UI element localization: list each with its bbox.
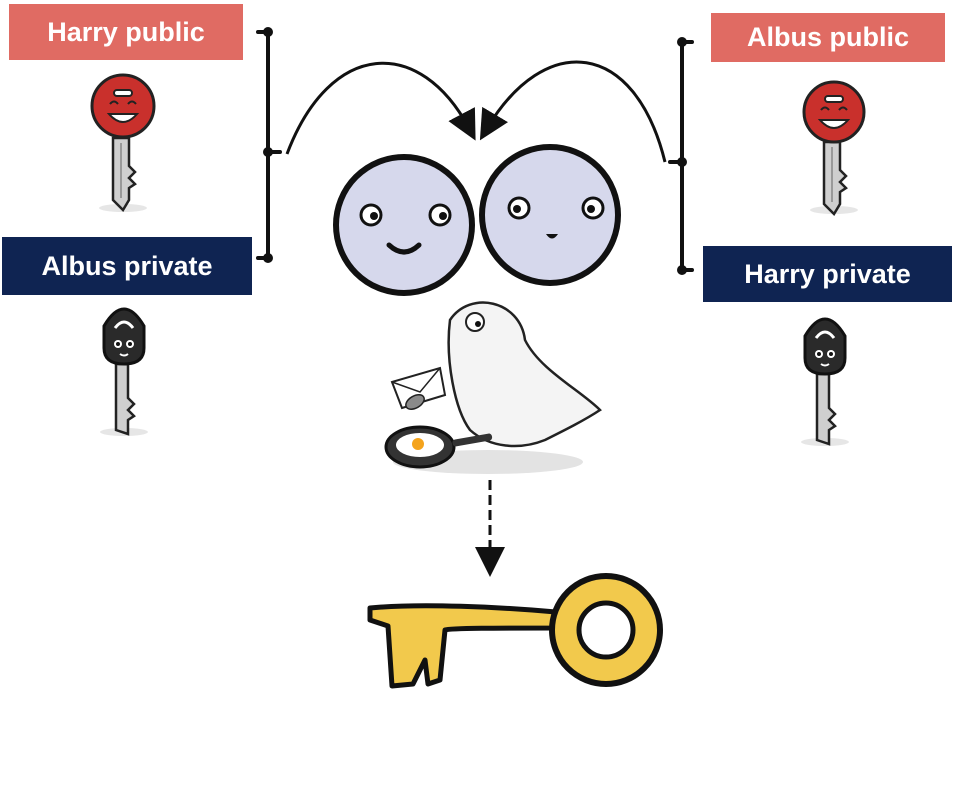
albus-public-key-icon [802, 80, 866, 217]
right-arrow [479, 60, 667, 163]
shared-key-icon [367, 573, 663, 689]
bird-cooking-icon [384, 301, 602, 474]
harry-private-label: Harry private [703, 246, 952, 302]
harry-public-label: Harry public [9, 4, 243, 60]
right-bracket [668, 37, 694, 275]
left-bracket [256, 27, 282, 263]
albus-private-key-icon [100, 307, 148, 436]
harry-private-key-icon [801, 317, 849, 446]
albus-private-label: Albus private [2, 237, 252, 295]
combined-faces-icon [333, 144, 621, 296]
left-arrow [285, 61, 476, 155]
harry-public-key-icon [90, 73, 156, 213]
albus-public-label: Albus public [711, 13, 945, 62]
